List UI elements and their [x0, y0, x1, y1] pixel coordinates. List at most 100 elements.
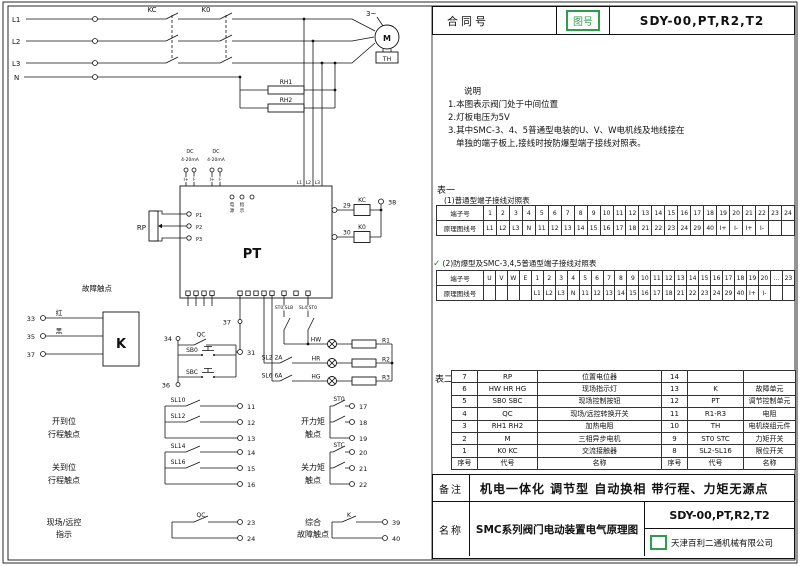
table-cell: [743, 369, 796, 384]
pt-l2-label: L2: [306, 180, 312, 186]
terminal-35-label: 35: [27, 333, 35, 341]
ko-coil-label: K0: [358, 224, 366, 231]
pt-box: [179, 185, 333, 299]
table-cell: 16: [677, 205, 692, 221]
fault-contact-title: 故障触点: [82, 283, 112, 293]
drawing-no-value: SDY-00,PT,R2,T2: [639, 13, 765, 28]
lamp-hw: [327, 339, 337, 349]
indicator-label-1a: 电: [230, 201, 235, 208]
wires: [239, 295, 393, 382]
notes-block: 说明 1.本图表示阀门处于中间位置 2.灯板电压为5V 3.其中SMC-3、4、…: [448, 86, 788, 151]
table-cell: 12: [662, 270, 676, 286]
local-remote-label-2: 指示: [56, 529, 72, 539]
table-cell: 12: [547, 220, 562, 236]
terminal-22-label: 22: [359, 481, 367, 489]
table-cell: 20: [757, 270, 771, 286]
fault-output-label-1: 综合: [305, 517, 321, 527]
table-cell: N: [521, 220, 536, 236]
table-cell: 8: [573, 205, 588, 221]
table-cell: R1-R3: [687, 407, 744, 421]
table-cell: U: [483, 270, 496, 286]
terminal-14-label: 14: [247, 449, 255, 457]
table-cell: 15: [586, 220, 601, 236]
sl12-label: SL12: [171, 413, 186, 420]
sbc-label: SBC: [186, 369, 198, 376]
table-cell: 17: [650, 285, 664, 301]
fault-relay-label: K: [116, 337, 127, 352]
terminal-30-label: 30: [343, 230, 351, 237]
terminal-39-label: 39: [392, 519, 400, 527]
table-cell: W: [506, 270, 520, 286]
phase-l3-label: L3: [12, 60, 20, 68]
table-cell: 14: [614, 285, 628, 301]
table-cell: 6: [590, 270, 604, 286]
r3-label: R3: [382, 375, 390, 382]
table-cell: 22: [755, 205, 769, 221]
remark-label: 备注: [433, 475, 470, 502]
drawing-name: SMC系列阀门电动装置电气原理图: [470, 502, 645, 556]
p1-label: P1: [196, 213, 202, 219]
ex-table-caption-row: ✓(2)防爆型及SMC-3,4,5普通型端子接线对照表: [433, 258, 596, 269]
table-cell: 15: [664, 205, 679, 221]
potentiometer-symbol: [148, 210, 159, 242]
st0-slb-label: ST0,SLB: [275, 305, 293, 311]
terminal-circles: [92, 16, 98, 80]
thermal-element-label: TH: [382, 56, 391, 63]
terminal-38-label: 38: [388, 199, 396, 207]
wires: [164, 399, 238, 439]
table-cell: 8: [661, 444, 688, 458]
name-label: 名称: [433, 502, 470, 556]
table-cell: 1: [483, 205, 497, 221]
terminal-37-label: 37: [27, 351, 35, 359]
p2-label: P2: [196, 225, 202, 231]
remark-text: 机电一体化 调节型 自动换相 带行程、力矩无源点: [470, 475, 794, 502]
table-cell: 19: [745, 270, 759, 286]
stc-label: STC: [333, 442, 344, 449]
table-cell: 18: [662, 285, 676, 301]
table-cell: PT: [687, 394, 744, 409]
table-cell: 3: [451, 419, 478, 433]
table-cell: L2: [542, 285, 556, 301]
table-cell: [767, 220, 782, 236]
table-cell: 11: [534, 220, 549, 236]
close-torque-group: STC 20 21 22 关力矩 触点: [301, 442, 367, 489]
open-travel-group: SL10 SL12 11 12 13 开到位 行程触点: [48, 397, 255, 443]
contactor-ko-label: K0: [201, 6, 210, 14]
dc2-range-label: 4-20mA: [207, 157, 226, 163]
table-cell: 交流接触器: [537, 444, 662, 458]
pt-bottom-terminals: [185, 290, 311, 296]
wires: [329, 399, 350, 439]
note-line: 单独的端子板上,接线时按防爆型端子接线对照表。: [456, 139, 646, 149]
kc-coil: [353, 204, 371, 216]
wires: [185, 172, 221, 186]
table-cell: L1: [530, 285, 544, 301]
table-cell: E: [518, 270, 532, 286]
heater-rh1-label: RH1: [280, 79, 293, 86]
table-cell: 29: [690, 220, 705, 236]
dc1-label: DC: [186, 149, 194, 155]
close-travel-label-1: 关到位: [52, 462, 76, 472]
table-cell: 电机绕组元件: [743, 419, 796, 433]
r2-label: R2: [382, 357, 390, 364]
terminal-29-label: 29: [343, 203, 351, 210]
local-remote-group: QC 23 24 现场/远控 指示: [47, 512, 256, 543]
table-cell: 序号: [451, 456, 478, 471]
table-cell: …: [769, 270, 783, 286]
indicator-label-1b: 源: [230, 207, 235, 214]
table-cell: TH: [687, 419, 744, 433]
table-cell: 11: [612, 205, 627, 221]
table-cell: 13: [602, 285, 616, 301]
kc-coil-label: KC: [358, 197, 366, 204]
sl14-label: SL14: [171, 443, 186, 450]
table-cell: 23: [781, 270, 796, 286]
heater-rh2-label: RH2: [280, 97, 293, 104]
i-minus2-label: I-: [219, 177, 222, 183]
table-cell: 16: [599, 220, 614, 236]
wires: [187, 295, 213, 306]
table-cell: 10: [599, 205, 614, 221]
i-minus1-label: I-: [193, 177, 196, 183]
